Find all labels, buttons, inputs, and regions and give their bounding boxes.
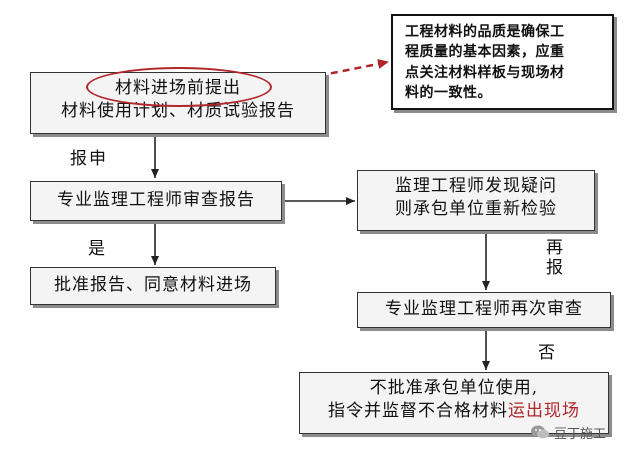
box-engineer-review: 专业监理工程师审查报告 bbox=[30, 181, 282, 221]
arrow-ellipse-to-note bbox=[271, 59, 389, 87]
box-reject-highlight: 运出现场 bbox=[508, 400, 580, 421]
highlight-ellipse bbox=[86, 67, 272, 107]
label-yes: 是 bbox=[88, 239, 107, 259]
note-line: 程质量的基本因素，应重 bbox=[405, 44, 565, 61]
box-reject-line2-text: 指令并监督不合格材料 bbox=[328, 400, 508, 421]
box-recheck: 监理工程师发现疑问 则承包单位重新检验 bbox=[357, 170, 595, 231]
box-material-entry-line2: 材料使用计划、材质试验报告 bbox=[61, 100, 295, 121]
label-no: 否 bbox=[538, 343, 557, 363]
box-recheck-line2: 则承包单位重新检验 bbox=[395, 198, 557, 219]
box-reject: 不批准承包单位使用, 指令并监督不合格材料运出现场 bbox=[299, 372, 609, 434]
box-second-review: 专业监理工程师再次审查 bbox=[357, 292, 611, 328]
box-reject-line1: 不批准承包单位使用, bbox=[369, 378, 539, 398]
wechat-logo-icon bbox=[531, 425, 549, 439]
watermark-text: 豆丁施工 bbox=[554, 426, 607, 442]
note-line: 料的一致性。 bbox=[405, 84, 492, 101]
box-engineer-review-text: 专业监理工程师审查报告 bbox=[57, 190, 255, 210]
box-second-review-text: 专业监理工程师再次审查 bbox=[385, 299, 583, 319]
note-line: 点关注材料样板与现场材 bbox=[405, 64, 565, 81]
box-approve: 批准报告、同意材料进场 bbox=[30, 267, 276, 305]
watermark: 豆丁施工 bbox=[530, 420, 606, 444]
label-resubmit: 再 报 bbox=[546, 238, 564, 279]
label-resubmit-char: 再 bbox=[546, 238, 565, 258]
label-report: 报申 bbox=[70, 149, 108, 169]
box-approve-text: 批准报告、同意材料进场 bbox=[54, 275, 252, 295]
box-reject-line2: 指令并监督不合格材料运出现场 bbox=[300, 400, 608, 423]
box-recheck-line1: 监理工程师发现疑问 bbox=[395, 176, 557, 196]
quality-note: 工程材料的品质是确保工 程质量的基本因素，应重 点关注材料样板与现场材 料的一致… bbox=[391, 14, 614, 110]
note-line: 工程材料的品质是确保工 bbox=[405, 24, 565, 40]
label-resubmit-char: 报 bbox=[546, 258, 565, 279]
